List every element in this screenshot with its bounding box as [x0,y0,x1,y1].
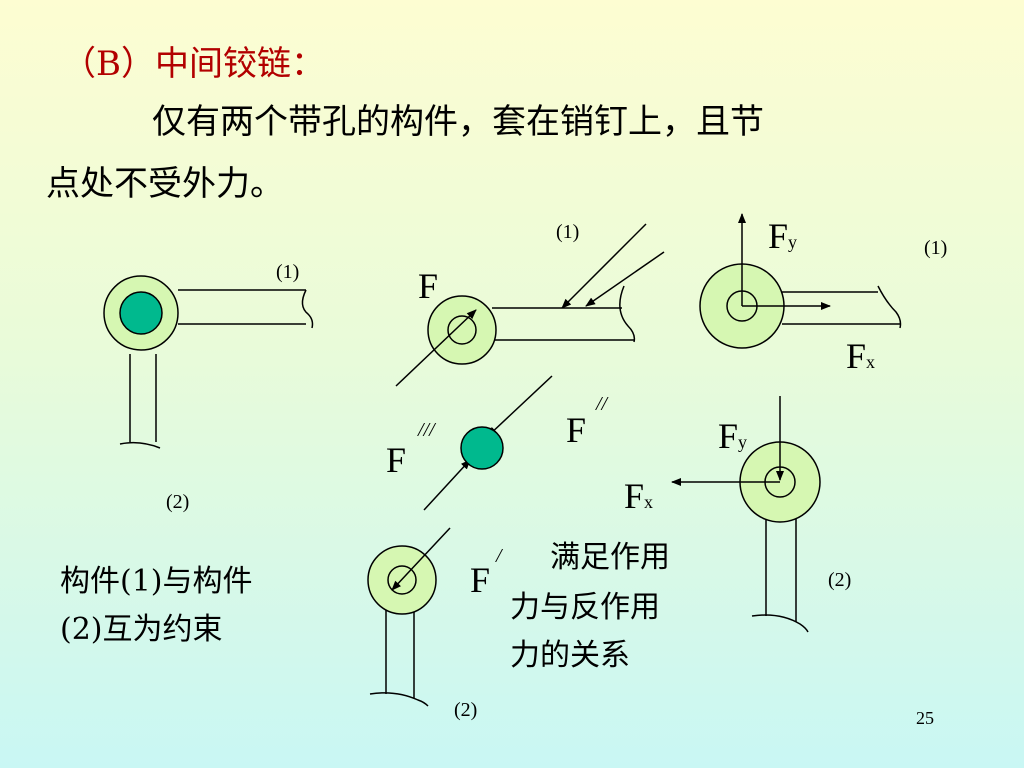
label-member2-bottom: (2) [454,699,477,721]
intro-text-line2: 点处不受外力。 [46,164,284,204]
note-right-line2: 力与反作用 [510,590,660,625]
pin-alone [460,426,504,470]
assembled-hinge [103,275,314,449]
label-member1: (1) [276,261,299,283]
member2-components [671,396,821,633]
note-left-line1: 构件(1)与构件 [60,564,253,599]
force-F-double-prime: F [566,410,586,450]
member1-components [699,213,902,349]
label-member1-top: (1) [556,221,579,243]
prime-mark: / [495,545,504,567]
force-Fx-top: Fx [846,336,875,376]
force-Fy-top: Fy [768,216,797,256]
pin-freebody [423,375,553,511]
triple-prime-mark: /// [417,419,437,441]
double-prime-mark: // [595,393,610,415]
note-left-line2: (2)互为约束 [60,612,223,647]
label-member2: (2) [166,491,189,513]
label-member1-right: (1) [924,237,947,259]
pin [119,291,163,335]
note-right-line3: 力的关系 [510,638,630,673]
label-member2-right: (2) [828,569,851,591]
page-number: 25 [916,708,934,728]
force-F-prime: F [470,560,490,600]
member2-freebody [367,527,451,707]
force-F: F [418,266,438,306]
member1-freebody [395,223,665,387]
member1-ring [427,295,497,365]
note-right-line1: 满足作用 [550,540,670,575]
force-Fy-bottom: Fy [718,416,747,456]
force-F-triple-prime: F [386,440,406,480]
intro-text-line1: 仅有两个带孔的构件，套在销钉上，且节 [152,102,764,142]
force-Fx-bottom: Fx [624,476,653,516]
page-title: （B）中间铰链： [62,44,325,84]
